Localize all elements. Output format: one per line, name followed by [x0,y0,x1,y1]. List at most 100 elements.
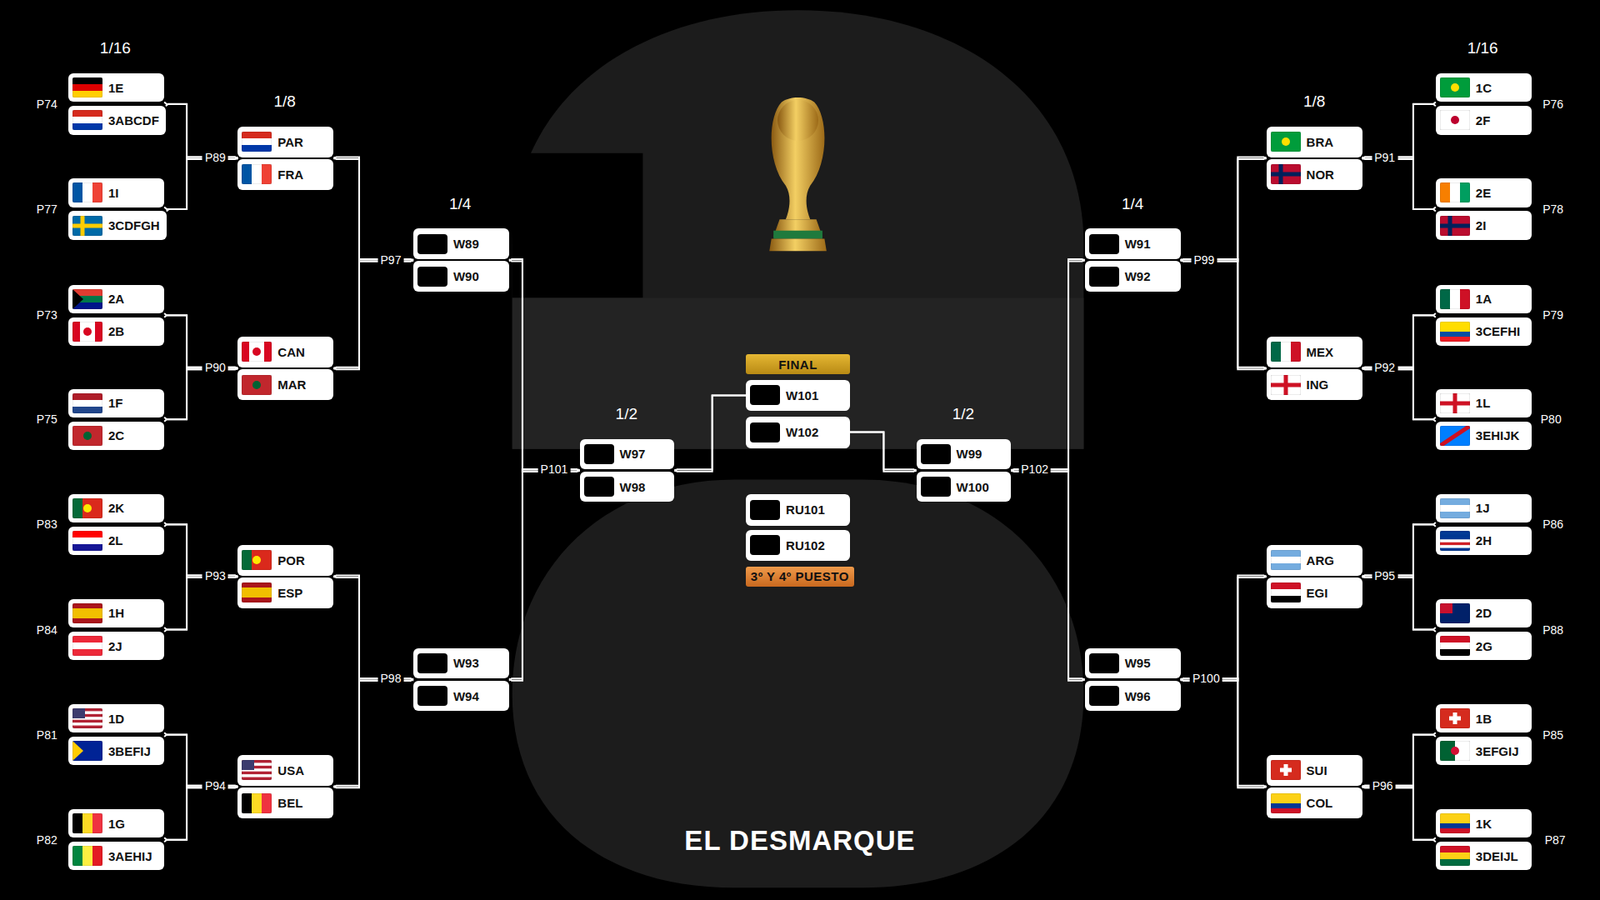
match-number: P92 [1371,360,1398,375]
team-slot: BEL [237,787,334,819]
round-label: 1/4 [446,195,474,214]
bracket-line [333,678,414,788]
match-number: P81 [34,728,60,742]
round-label: 1/2 [613,405,640,424]
bracket-line [164,785,238,840]
slot-label: POR [277,553,305,568]
placeholder-chip [1089,234,1120,255]
stage-band: FINAL [745,354,850,375]
winner-slot: W93 [413,648,510,680]
backdrop-cut [512,153,644,299]
winner-slot: W94 [413,680,510,712]
winner-slot: RU101 [745,494,850,526]
slot-label: 1H [108,605,125,620]
match-number: P89 [202,150,229,165]
slot-label: W94 [453,689,480,704]
bracket-line [333,259,414,370]
match-number: P76 [1540,97,1566,111]
flag-icon [241,793,272,814]
match-number: P85 [1540,728,1566,742]
team-slot: 1I [68,178,165,207]
flag-icon [1440,289,1470,310]
flag-icon [72,393,103,414]
placeholder-chip [417,685,448,706]
winner-slot: W89 [413,228,510,260]
winner-slot: W95 [1085,648,1181,680]
bracket-line [1362,157,1436,212]
flag-icon [1440,845,1470,866]
bracket-line [166,157,239,212]
team-slot: 2H [1435,526,1532,555]
slot-label: 1E [108,80,124,95]
team-slot: 3EHIJK [1435,421,1532,450]
slot-label: 3DEIJL [1475,849,1519,864]
flag-icon [72,845,103,866]
flag-icon [72,182,103,203]
bracket-line [1362,785,1436,842]
bracket-line [164,157,238,210]
flag-icon [72,289,103,310]
bracket-line [164,785,238,842]
slot-label: BEL [277,795,303,810]
match-number: P84 [34,623,60,637]
team-slot: 2A [68,285,165,314]
flag-icon [241,375,272,395]
placeholder-chip [584,476,615,497]
team-slot: 2L [68,526,165,555]
slot-label: ARG [1306,553,1335,568]
slot-label: FINAL [778,357,818,372]
slot-label: MAR [277,377,306,392]
bracket-line [333,157,414,262]
flag-icon [72,215,103,236]
slot-label: 2I [1475,218,1487,233]
team-slot: MEX [1266,336,1363,368]
slot-label: EGI [1306,585,1329,600]
slot-label: W97 [620,446,646,461]
slot-label: 1B [1475,711,1492,726]
team-slot: ING [1266,369,1363,400]
team-slot: ARG [1266,545,1363,576]
slot-label: NOR [1306,167,1335,182]
flag-icon [72,77,103,98]
flag-icon [72,740,103,761]
bracket-line [333,157,414,262]
slot-label: 2K [108,500,125,515]
match-number: P88 [1540,623,1566,637]
team-slot: 2E [1435,178,1532,207]
bracket-line [164,575,238,632]
round-label: 1/16 [1465,39,1501,58]
bracket-line [674,395,746,471]
flag-icon [1440,110,1470,130]
slot-label: 2L [108,533,124,548]
flag-icon [1270,793,1301,814]
bracket-line [333,575,414,681]
slot-label: 1L [1475,395,1491,410]
team-slot: 3ABCDF [68,105,166,135]
bracket-line [1180,259,1267,370]
slot-label: W93 [453,655,480,670]
bracket-line [1010,259,1085,472]
bracket-line [1010,259,1085,472]
slot-label: 2D [1475,605,1492,620]
slot-label: W89 [453,236,480,251]
team-slot: EGI [1266,577,1363,609]
team-slot: 1A [1435,285,1532,314]
slot-label: 2J [108,639,123,654]
placeholder-chip [584,444,615,465]
slot-label: W95 [1125,655,1151,670]
slot-label: CAN [277,345,305,360]
slot-label: PAR [277,135,304,150]
slot-label: W92 [1125,269,1151,284]
team-slot: 2G [1435,631,1532,660]
slot-label: 2A [108,291,125,306]
backdrop-band [512,298,1085,450]
flag-icon [241,550,272,570]
slot-label: W98 [620,480,646,495]
match-number: P78 [1540,202,1566,216]
team-slot: COL [1266,787,1363,819]
team-slot: BRA [1266,126,1363,158]
slot-label: ING [1306,377,1330,392]
placeholder-chip [920,444,951,465]
flag-icon [1440,393,1470,414]
